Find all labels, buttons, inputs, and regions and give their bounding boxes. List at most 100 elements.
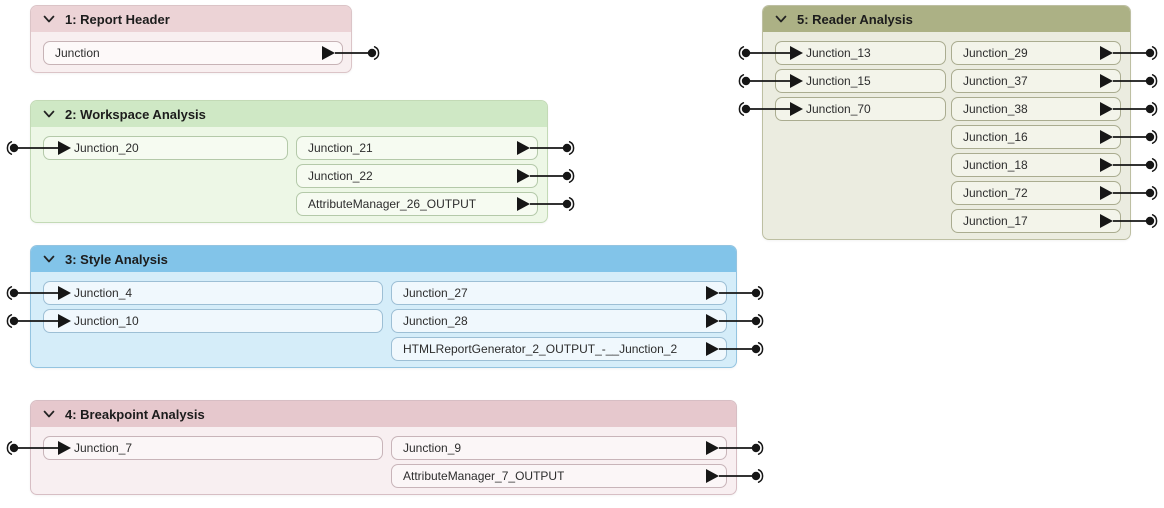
bookmark-breakpoint-analysis[interactable]: 4: Breakpoint Analysis Junction_7 Juncti…: [6, 400, 764, 495]
node-label: Junction_10: [74, 314, 139, 328]
node-junction[interactable]: Junction: [43, 41, 380, 65]
link-endpoint-arc-icon: [568, 197, 575, 211]
link-endpoint-dot-icon: [751, 288, 761, 298]
chevron-down-icon[interactable]: [775, 15, 787, 24]
node-attributemanager-26-output[interactable]: AttributeManager_26_OUTPUT: [296, 192, 575, 216]
output-port-connector[interactable]: [1094, 129, 1158, 145]
node-junction-29[interactable]: Junction_29: [951, 41, 1158, 65]
link-endpoint-arc-icon: [1151, 158, 1158, 172]
port-arrow-icon: [322, 46, 335, 60]
bookmark-header-bar[interactable]: 1: Report Header: [31, 6, 351, 32]
output-port-connector[interactable]: [511, 140, 575, 156]
node-label: Junction_38: [963, 102, 1028, 116]
port-arrow-icon: [1100, 74, 1113, 88]
input-port-connector[interactable]: [738, 45, 804, 61]
port-arrow-icon: [790, 102, 803, 116]
node-junction-21[interactable]: Junction_21: [296, 136, 575, 160]
node-label: Junction: [55, 46, 100, 60]
bookmark-workspace-analysis[interactable]: 2: Workspace Analysis Junction_20 Juncti…: [6, 100, 575, 223]
input-port-connector[interactable]: [6, 285, 72, 301]
node-junction-16[interactable]: Junction_16: [951, 125, 1158, 149]
output-port-connector[interactable]: [700, 468, 764, 484]
bookmark-report-header[interactable]: 1: Report Header Junction: [30, 5, 380, 73]
link-endpoint-dot-icon: [1145, 216, 1155, 226]
chevron-down-icon[interactable]: [43, 110, 55, 119]
node-junction-7[interactable]: Junction_7: [6, 436, 383, 460]
node-htmlreportgenerator-2-output-junction-2[interactable]: HTMLReportGenerator_2_OUTPUT_-__Junction…: [391, 337, 764, 361]
link-endpoint-arc-icon: [6, 441, 13, 455]
node-label: Junction_37: [963, 74, 1028, 88]
node-junction-17[interactable]: Junction_17: [951, 209, 1158, 233]
output-port-connector[interactable]: [1094, 101, 1158, 117]
input-port-connector[interactable]: [6, 313, 72, 329]
output-port-connector[interactable]: [700, 313, 764, 329]
output-port-connector[interactable]: [1094, 45, 1158, 61]
output-port-connector[interactable]: [316, 45, 380, 61]
node-junction-18[interactable]: Junction_18: [951, 153, 1158, 177]
port-arrow-icon: [1100, 214, 1113, 228]
bookmark-header-bar[interactable]: 2: Workspace Analysis: [31, 101, 547, 127]
port-arrow-icon: [706, 342, 719, 356]
output-port-connector[interactable]: [700, 341, 764, 357]
bookmark-header-bar[interactable]: 5: Reader Analysis: [763, 6, 1130, 32]
link-endpoint-arc-icon: [738, 74, 745, 88]
link-endpoint-arc-icon: [757, 286, 764, 300]
port-arrow-icon: [517, 169, 530, 183]
input-port-connector[interactable]: [738, 101, 804, 117]
link-endpoint-dot-icon: [751, 344, 761, 354]
link-endpoint-arc-icon: [757, 469, 764, 483]
chevron-down-icon[interactable]: [43, 15, 55, 24]
node-junction-4[interactable]: Junction_4: [6, 281, 383, 305]
bookmark-header-bar[interactable]: 3: Style Analysis: [31, 246, 736, 272]
link-endpoint-arc-icon: [757, 441, 764, 455]
output-port-connector[interactable]: [700, 285, 764, 301]
node-junction-20[interactable]: Junction_20: [6, 136, 288, 160]
output-port-connector[interactable]: [1094, 185, 1158, 201]
node-junction-15[interactable]: Junction_15: [738, 69, 946, 93]
node-label: Junction_13: [806, 46, 871, 60]
output-port-connector[interactable]: [511, 168, 575, 184]
bookmark-header-bar[interactable]: 4: Breakpoint Analysis: [31, 401, 736, 427]
link-endpoint-dot-icon: [1145, 132, 1155, 142]
output-port-connector[interactable]: [1094, 73, 1158, 89]
chevron-down-icon[interactable]: [43, 255, 55, 264]
node-junction-72[interactable]: Junction_72: [951, 181, 1158, 205]
node-label: Junction_27: [403, 286, 468, 300]
link-endpoint-arc-icon: [6, 314, 13, 328]
node-junction-9[interactable]: Junction_9: [391, 436, 764, 460]
link-endpoint-dot-icon: [1145, 160, 1155, 170]
node-junction-37[interactable]: Junction_37: [951, 69, 1158, 93]
node-junction-13[interactable]: Junction_13: [738, 41, 946, 65]
node-label: AttributeManager_26_OUTPUT: [308, 197, 477, 211]
link-endpoint-arc-icon: [1151, 74, 1158, 88]
node-junction-28[interactable]: Junction_28: [391, 309, 764, 333]
output-port-connector[interactable]: [1094, 213, 1158, 229]
link-endpoint-dot-icon: [741, 104, 751, 114]
port-arrow-icon: [517, 197, 530, 211]
node-junction-38[interactable]: Junction_38: [951, 97, 1158, 121]
node-junction-70[interactable]: Junction_70: [738, 97, 946, 121]
output-port-connector[interactable]: [1094, 157, 1158, 173]
input-port-connector[interactable]: [6, 140, 72, 156]
node-junction-10[interactable]: Junction_10: [6, 309, 383, 333]
node-junction-27[interactable]: Junction_27: [391, 281, 764, 305]
output-port-connector[interactable]: [700, 440, 764, 456]
link-endpoint-dot-icon: [9, 443, 19, 453]
chevron-down-icon[interactable]: [43, 410, 55, 419]
output-port-connector[interactable]: [511, 196, 575, 212]
link-endpoint-dot-icon: [562, 199, 572, 209]
port-arrow-icon: [790, 46, 803, 60]
input-port-connector[interactable]: [6, 440, 72, 456]
node-label: Junction_16: [963, 130, 1028, 144]
node-junction-22[interactable]: Junction_22: [296, 164, 575, 188]
link-endpoint-dot-icon: [741, 76, 751, 86]
node-attributemanager-7-output[interactable]: AttributeManager_7_OUTPUT: [391, 464, 764, 488]
port-arrow-icon: [706, 314, 719, 328]
link-endpoint-arc-icon: [1151, 46, 1158, 60]
input-port-connector[interactable]: [738, 73, 804, 89]
